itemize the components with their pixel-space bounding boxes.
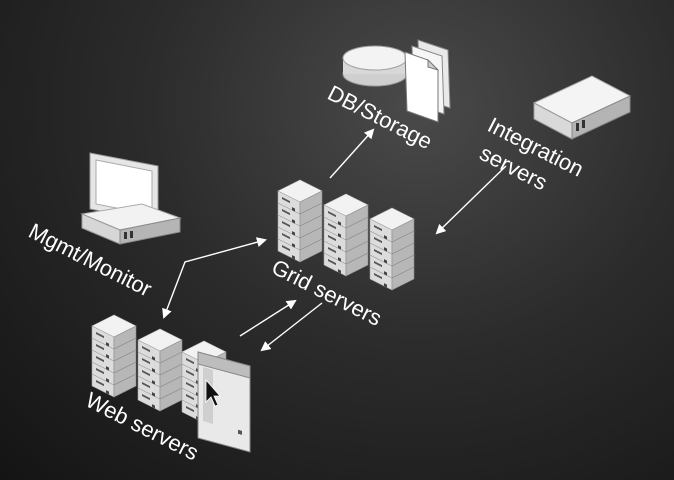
- arrow-mgmt-grid-web: [162, 237, 267, 319]
- arrow-grid-to-web: [260, 302, 323, 352]
- arrow-web-to-grid: [239, 299, 297, 337]
- database-icon: [342, 39, 451, 123]
- server-box-icon: [532, 75, 632, 140]
- arrow-grid-to-db: [329, 128, 375, 179]
- monitor-icon: [80, 152, 182, 245]
- web-server-icon: [92, 315, 251, 453]
- connections: [162, 128, 507, 352]
- arrow-integration-to-grid: [435, 165, 507, 235]
- browser-window-icon: [197, 351, 251, 453]
